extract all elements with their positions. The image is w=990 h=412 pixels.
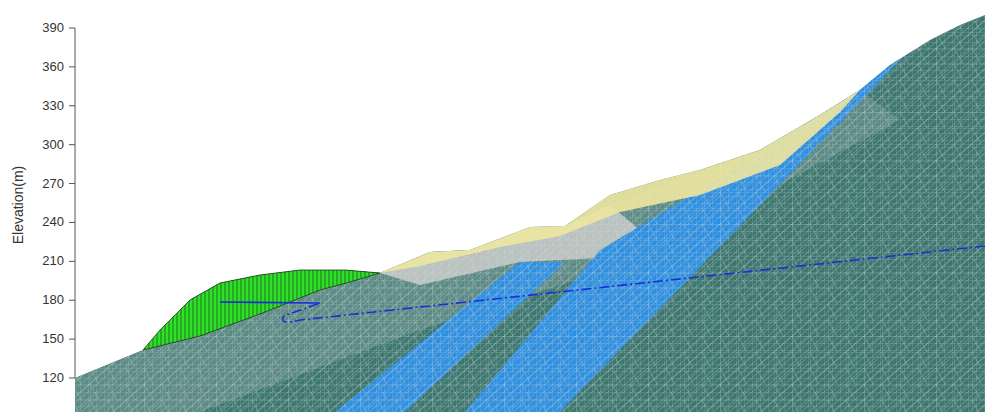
tick-label: 150 [24, 331, 64, 347]
tick-label: 180 [24, 292, 64, 308]
tick-mark [69, 105, 75, 106]
tick-label: 330 [24, 98, 64, 114]
tick-label: 390 [24, 20, 64, 36]
tick-mark [69, 339, 75, 340]
water-table [283, 246, 985, 322]
tick-label: 360 [24, 59, 64, 75]
surface-layer [380, 90, 860, 273]
tick-label: 120 [24, 370, 64, 386]
tick-mark [69, 222, 75, 223]
tick-mark [69, 66, 75, 67]
tick-mark [69, 28, 75, 29]
tick-mark [69, 144, 75, 145]
tick-label: 210 [24, 253, 64, 269]
tick-mark [69, 300, 75, 301]
tick-label: 300 [24, 137, 64, 153]
axis-title: Elevation(m) [10, 166, 26, 245]
water-table [220, 302, 320, 303]
tick-mark [69, 183, 75, 184]
tick-marks [69, 28, 75, 378]
tick-label: 270 [24, 176, 64, 192]
tick-mark [69, 261, 75, 262]
tick-label: 240 [24, 214, 64, 230]
y-axis [75, 28, 76, 378]
landslide-mass [143, 270, 380, 350]
tick-mark [69, 378, 75, 379]
